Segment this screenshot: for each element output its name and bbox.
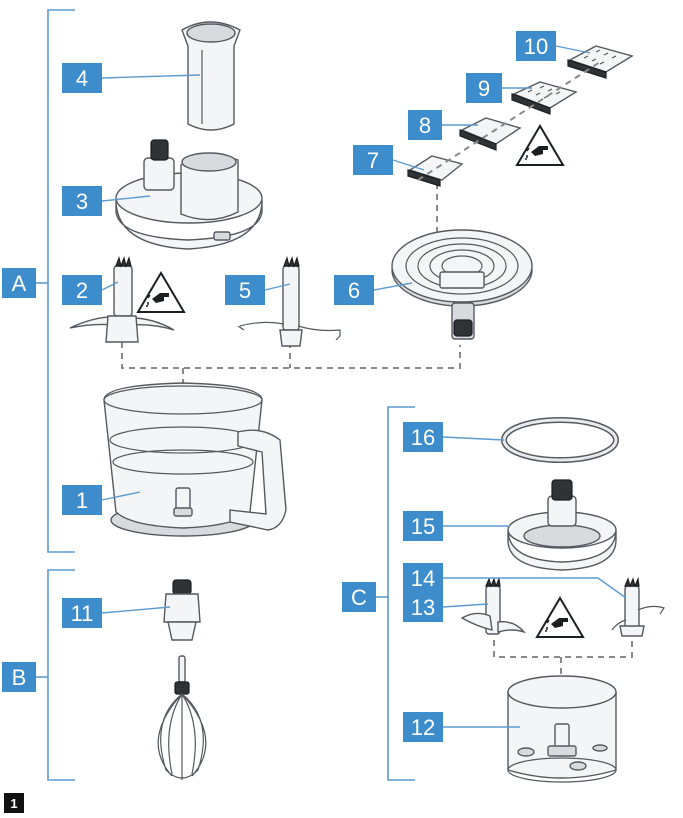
dough-tool-part: [237, 255, 341, 347]
svg-text:12: 12: [411, 715, 435, 740]
group-a-bracket: [36, 9, 75, 553]
callout-label-2: 2: [62, 275, 102, 305]
svg-text:2: 2: [76, 278, 88, 303]
seal-ring-part: [501, 417, 619, 463]
callout-label-14: 14: [403, 563, 443, 593]
svg-text:9: 9: [478, 76, 490, 101]
whisk-drive-part: [163, 579, 201, 641]
callout-label-8: 8: [408, 110, 442, 140]
svg-text:8: 8: [419, 113, 431, 138]
callout-label-1: 1: [62, 485, 102, 515]
svg-text:C: C: [351, 585, 367, 610]
svg-text:3: 3: [76, 189, 88, 214]
small-lid-part: [507, 479, 617, 571]
insert-8-part: [459, 117, 522, 151]
small-bowl-part: [507, 675, 617, 783]
small-dough-tool-part: [611, 576, 665, 637]
callout-label-13: 13: [403, 592, 443, 622]
insert-7-part: [407, 155, 464, 187]
callout-label-4: 4: [62, 63, 102, 93]
disc-holder-part: [391, 229, 533, 340]
callout-label-10: 10: [516, 31, 556, 61]
warning-cut-hazard-icon: [516, 125, 564, 166]
svg-text:11: 11: [71, 601, 94, 626]
svg-text:A: A: [12, 271, 27, 296]
svg-text:15: 15: [411, 514, 435, 539]
lid-part: [115, 139, 263, 250]
insert-alignment-line: [417, 61, 601, 181]
group-b-bracket: [36, 569, 75, 781]
svg-text:5: 5: [239, 278, 251, 303]
svg-text:4: 4: [76, 66, 88, 91]
callout-label-15: 15: [403, 511, 443, 541]
callout-label-9: 9: [466, 73, 502, 103]
callout-label-16: 16: [403, 422, 443, 452]
knife-blade-part: [69, 255, 175, 343]
group-label-a: A: [2, 268, 36, 298]
pusher-part: [181, 21, 241, 131]
svg-text:10: 10: [524, 34, 548, 59]
callout-label-5: 5: [225, 275, 265, 305]
group-label-c: C: [342, 582, 376, 612]
figure-number-badge: 1: [4, 793, 24, 813]
whisk-part: [157, 655, 207, 780]
callout-label-3: 3: [62, 186, 102, 216]
svg-text:B: B: [12, 665, 27, 690]
warning-cut-hazard-icon: [137, 272, 185, 313]
small-knife-blade-part: [460, 576, 527, 635]
svg-text:1: 1: [76, 488, 88, 513]
callout-label-12: 12: [403, 712, 443, 742]
svg-text:16: 16: [411, 425, 435, 450]
svg-text:7: 7: [367, 148, 379, 173]
svg-text:13: 13: [411, 595, 435, 620]
leader-lines: [101, 45, 627, 728]
insert-9-part: [511, 81, 578, 115]
bowl-part: [103, 382, 287, 537]
callout-label-7: 7: [353, 145, 393, 175]
svg-text:1: 1: [10, 796, 17, 811]
callout-label-11: 11: [62, 598, 102, 628]
callout-label-6: 6: [334, 275, 374, 305]
group-label-b: B: [2, 662, 36, 692]
group-c-bracket: [376, 406, 415, 781]
svg-text:14: 14: [411, 566, 435, 591]
svg-text:6: 6: [348, 278, 360, 303]
warning-cut-hazard-icon: [536, 597, 584, 638]
